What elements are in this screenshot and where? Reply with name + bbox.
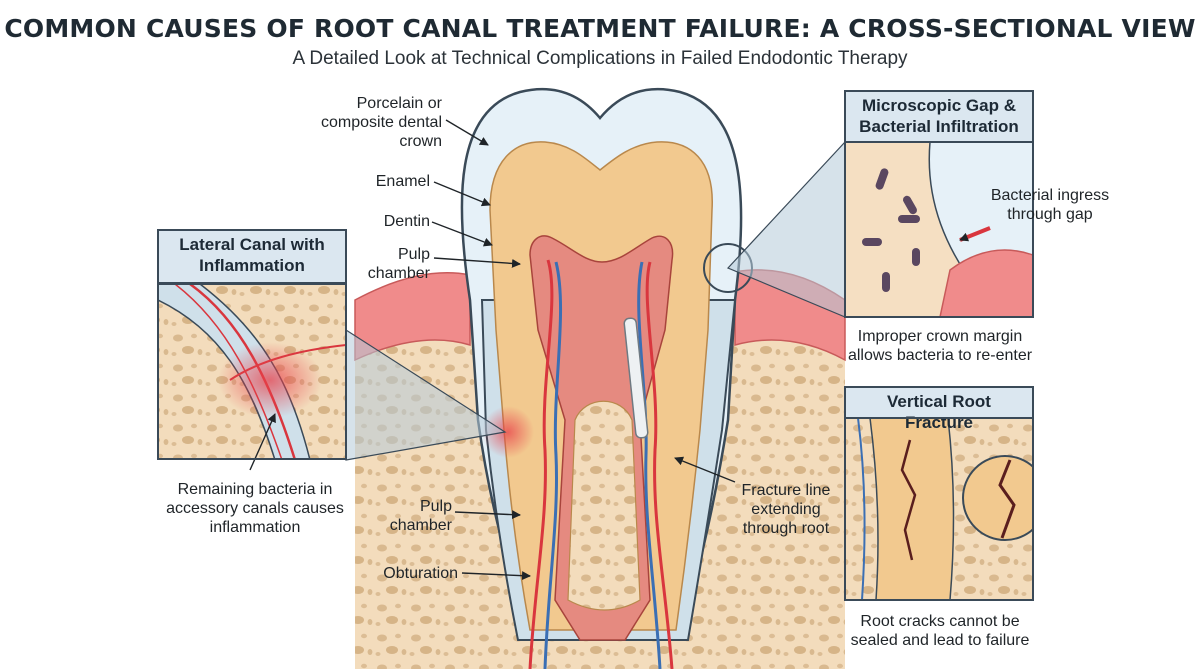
lateral-panel-title: Lateral Canal with Inflammation [157,229,347,284]
pulp-bottom-arrow [454,510,521,520]
root-core [567,400,641,611]
pulp-chamber-bottom-label: Pulp chamber [389,498,452,534]
nerve-red-left [528,259,554,669]
gap-panel-caption: Improper crown margin allows bacteria to… [847,328,1033,364]
gap-callout-label: Bacterial ingress through gap [990,187,1110,223]
gap-panel-title: Microscopic Gap & Bacterial Infiltration [844,90,1034,143]
fracture-line-label: Fracture line extending through root [741,482,831,537]
lateral-panel-caption: Remaining bacteria in accessory canals c… [166,481,344,536]
enamel-label: Enamel [375,173,430,190]
fracture-arrow [674,456,736,483]
dentin-label: Dentin [383,213,430,230]
gum-tissue [354,272,471,362]
fracture-illustration [845,418,1033,600]
dentin-arrow [431,221,493,247]
pulp-top-arrow [433,257,521,268]
lateral-caption-arrow [249,413,276,471]
lateral-canal-illustration [158,284,346,459]
pulp-chamber-top-label: Pulp chamber [367,246,430,282]
fracture-panel-caption: Root cracks cannot be sealed and lead to… [850,613,1030,649]
inflammation-spot [482,406,534,458]
enamel-arrow [433,181,491,207]
gap-illustration [845,142,1033,317]
obturation-label: Obturation [383,565,458,582]
nerve-blue-right [637,261,662,669]
gap-panel-frame [844,141,1034,318]
nerve-blue-left [543,261,563,669]
obturation-arrow [461,571,531,581]
fracture-panel-title: Vertical Root Fracture [844,386,1034,432]
lateral-panel-frame [157,283,347,460]
crown-label: Porcelain or composite dental crown [321,95,442,150]
crown-arrow [445,119,489,146]
page-title: COMMON CAUSES OF ROOT CANAL TREATMENT FA… [4,14,1196,43]
nerve-red-right [645,261,674,669]
page-subtitle: A Detailed Look at Technical Complicatio… [292,48,908,69]
obturation-filling [623,317,649,439]
fracture-panel-frame [844,417,1034,601]
